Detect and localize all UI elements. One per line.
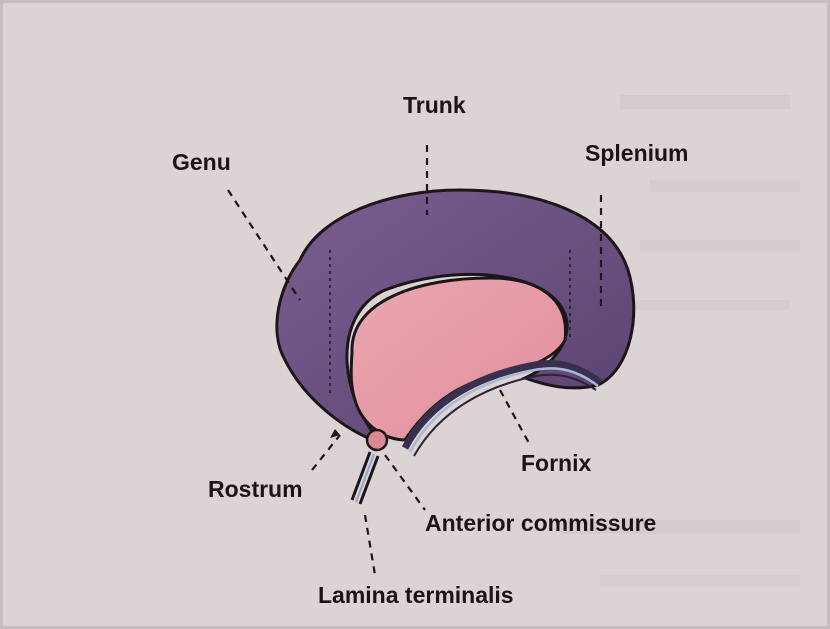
label-anterior-commissure: Anterior commissure [425,510,656,536]
label-rostrum: Rostrum [208,476,303,502]
label-genu: Genu [172,149,231,175]
label-trunk: Trunk [403,92,466,118]
label-fornix: Fornix [521,450,591,476]
label-lamina-terminalis: Lamina terminalis [318,582,514,608]
label-splenium: Splenium [585,140,689,166]
anterior-commissure-shape [367,430,387,450]
